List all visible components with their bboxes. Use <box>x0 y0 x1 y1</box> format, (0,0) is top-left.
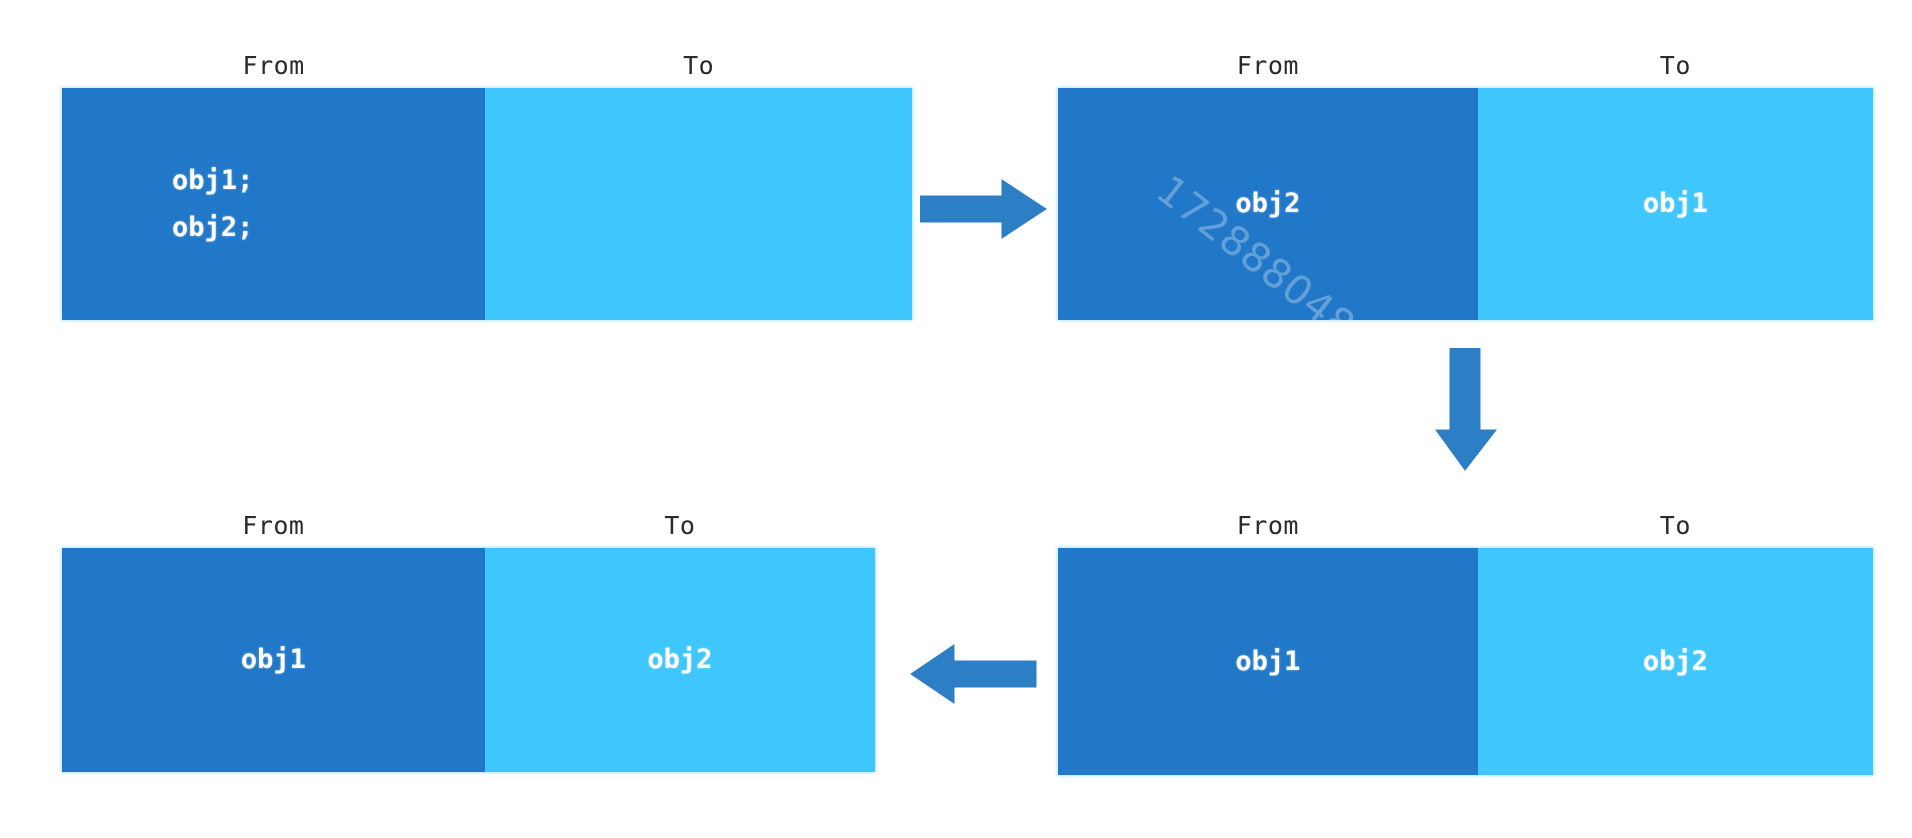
column-header-to: To <box>1659 510 1691 540</box>
to-cell[interactable] <box>485 88 912 320</box>
panel-boxes: obj1 obj2 <box>1058 548 1873 775</box>
from-cell-text: obj2 <box>1235 188 1301 220</box>
column-header-to: To <box>1659 50 1691 80</box>
panel-boxes: obj1 obj2 <box>62 548 875 772</box>
to-cell-text: obj1 <box>1642 188 1708 220</box>
arrow-down-icon <box>1432 348 1504 472</box>
panel-step-2: From To 1728880486 obj2 obj1 <box>1058 42 1873 320</box>
from-cell[interactable]: obj1; obj2; <box>62 88 486 320</box>
column-header-from: From <box>242 510 305 540</box>
from-cell[interactable]: 1728880486 obj2 <box>1058 88 1478 320</box>
arrow-right-icon <box>920 178 1048 240</box>
from-cell-text: obj1 <box>240 644 306 676</box>
column-header-from: From <box>1236 510 1299 540</box>
panel-step-4: From To obj1 obj2 <box>62 502 875 772</box>
column-header-to: To <box>683 50 715 80</box>
to-cell-text: obj2 <box>1642 645 1708 677</box>
panel-step-1: From To obj1; obj2; <box>62 42 912 320</box>
from-cell-text: obj1; obj2; <box>172 164 254 243</box>
from-cell[interactable]: obj1 <box>1058 548 1478 775</box>
panel-boxes: 1728880486 obj2 obj1 <box>1058 88 1873 320</box>
panel-boxes: obj1; obj2; <box>62 88 912 320</box>
column-header-from: From <box>242 50 305 80</box>
from-cell[interactable]: obj1 <box>62 548 485 772</box>
to-cell-text: obj2 <box>647 644 713 676</box>
arrow-left-icon <box>910 643 1038 705</box>
column-header-to: To <box>664 510 696 540</box>
to-cell[interactable]: obj2 <box>1477 548 1873 775</box>
to-cell[interactable]: obj1 <box>1477 88 1873 320</box>
column-header-from: From <box>1236 50 1299 80</box>
to-cell[interactable]: obj2 <box>484 548 875 772</box>
panel-step-3: From To obj1 obj2 <box>1058 502 1873 775</box>
from-cell-text: obj1 <box>1235 645 1301 677</box>
